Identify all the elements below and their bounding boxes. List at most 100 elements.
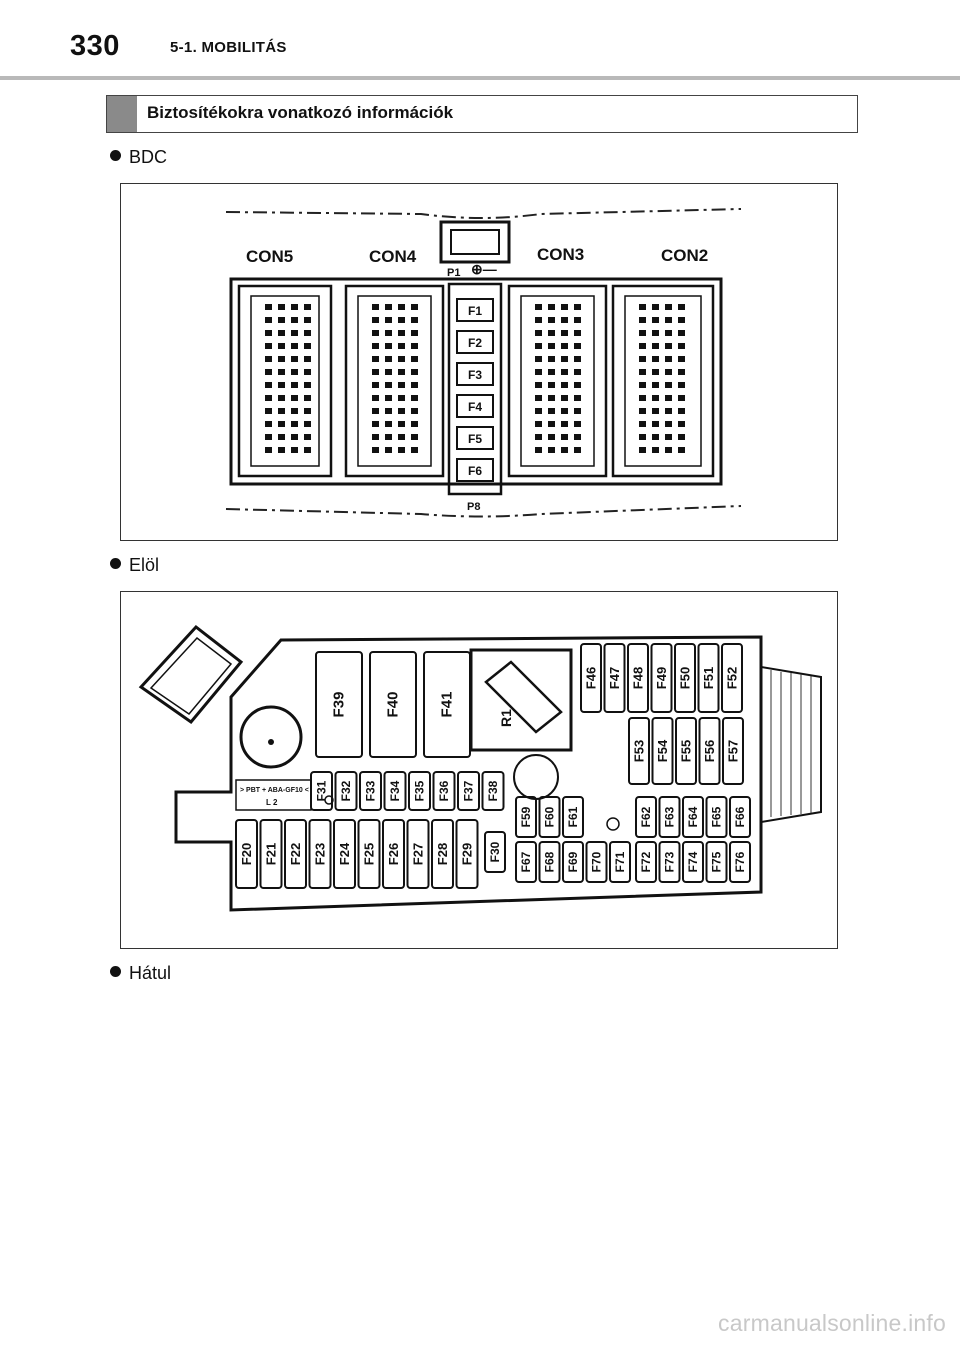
front-fuse-label: F74 <box>686 851 700 872</box>
front-fuse: F52 <box>721 643 743 713</box>
front-fuse: F48 <box>627 643 649 713</box>
front-fuse-label: F63 <box>663 806 677 827</box>
bullet-bdc: BDC <box>110 147 167 168</box>
front-fuse: F55 <box>675 717 697 785</box>
front-fuse: F72 <box>635 841 657 883</box>
front-fuse: F62 <box>635 796 657 838</box>
bdc-bottom-label: P8 <box>467 501 480 513</box>
front-fuse-label: F46 <box>584 667 599 689</box>
front-fuse: F22 <box>284 819 307 889</box>
bdc-fuse: F4 <box>456 394 494 418</box>
front-fuse-diagram: R1 > PBT + ABA-GF10 < L 2 F39 F40 F41 F46 F4… <box>120 591 838 949</box>
front-fuse: F35 <box>408 771 431 811</box>
bdc-fuse-label: F1 <box>468 304 482 318</box>
section-heading: Biztosítékokra vonatkozó információk <box>147 103 454 122</box>
front-fuse-label: F76 <box>733 851 747 872</box>
front-fuse: F67 <box>515 841 537 883</box>
front-fuse-label: F32 <box>339 780 353 801</box>
bdc-connector-module <box>507 284 608 478</box>
front-fuse: F29 <box>455 819 479 889</box>
front-fuse-label: F54 <box>655 739 670 762</box>
front-fuse-label: F53 <box>632 740 647 762</box>
bdc-connector-label: CON5 <box>246 247 293 266</box>
front-fuse-label: F61 <box>566 806 580 827</box>
bdc-top-label: P1 <box>447 267 460 279</box>
front-fuse-label: F20 <box>239 843 254 865</box>
front-fuse: F63 <box>658 796 681 838</box>
front-fuse-label: F70 <box>590 851 604 872</box>
front-fuse-label: F72 <box>639 851 653 872</box>
front-big-fuse: F41 <box>423 651 471 758</box>
bullet-dot-icon <box>110 966 121 977</box>
front-fuse-label: F67 <box>519 851 533 872</box>
front-fuse-label: F38 <box>486 780 500 801</box>
front-fuse: F49 <box>650 643 673 713</box>
front-fuse-label: F65 <box>710 806 724 827</box>
front-diagram-svg: R1 > PBT + ABA-GF10 < L 2 F39 F40 F41 F46 F4… <box>138 624 822 912</box>
front-fuse: F38 <box>481 771 505 811</box>
relay-label: R1 <box>498 709 514 727</box>
material-tag: > PBT + ABA-GF10 < <box>240 787 309 794</box>
material-tag-line2: L 2 <box>266 798 278 807</box>
front-fuse: F28 <box>431 819 454 889</box>
bdc-fuse: F5 <box>456 426 494 450</box>
bdc-connector-module <box>237 284 333 478</box>
front-fuse-label: F33 <box>364 780 378 801</box>
front-fuse: F27 <box>406 819 430 889</box>
front-fuse-label: F25 <box>362 843 377 865</box>
header-rule <box>0 76 960 80</box>
front-fuse: F69 <box>562 841 584 883</box>
bullet-dot-icon <box>110 558 121 569</box>
bdc-fuse: F3 <box>456 362 494 386</box>
front-big-fuse: F40 <box>369 651 417 758</box>
bdc-connector-label: CON4 <box>369 247 417 266</box>
front-fuse: F26 <box>382 819 405 889</box>
front-fuse: F21 <box>259 819 283 889</box>
front-fuse-label: F24 <box>337 842 352 865</box>
front-fuse: F60 <box>538 796 561 838</box>
front-fuse: F30 <box>484 831 506 873</box>
front-fuse-label: F48 <box>631 667 646 689</box>
bullet-front: Elöl <box>110 555 159 576</box>
bdc-connector-module <box>344 284 445 478</box>
front-fuse-label: F23 <box>313 843 328 865</box>
front-fuse: F31 <box>310 771 333 811</box>
bullet-label: Elöl <box>129 555 160 575</box>
front-fuse: F32 <box>334 771 358 811</box>
front-big-fuse-label: F41 <box>439 692 456 718</box>
chapter-title: 5-1. MOBILITÁS <box>170 39 287 56</box>
front-big-fuse-label: F39 <box>331 692 348 718</box>
bullet-label: Hátul <box>129 963 172 983</box>
front-fuse-label: F52 <box>725 667 740 689</box>
front-fuse: F53 <box>628 717 650 785</box>
front-fuse-label: F64 <box>686 806 700 827</box>
section-heading-tab <box>107 96 137 132</box>
front-fuse: F57 <box>722 717 744 785</box>
page-header: 330 5-1. MOBILITÁS <box>0 0 960 80</box>
front-fuse: F75 <box>705 841 728 883</box>
front-fuse-label: F56 <box>702 740 717 762</box>
front-fuse-label: F22 <box>288 843 303 865</box>
front-fuse: F66 <box>729 796 751 838</box>
front-fuse: F73 <box>658 841 681 883</box>
front-fuse-label: F71 <box>613 851 627 872</box>
front-fuse: F70 <box>585 841 608 883</box>
front-fuse-label: F26 <box>386 843 401 865</box>
front-fuse-label: F73 <box>663 851 677 872</box>
front-big-fuse: F39 <box>315 651 363 758</box>
front-fuse-label: F62 <box>639 806 653 827</box>
front-fuse: F74 <box>682 841 704 883</box>
section-heading-box: Biztosítékokra vonatkozó információk <box>106 95 858 133</box>
front-fuse: F47 <box>603 643 626 713</box>
bullet-label: BDC <box>129 147 168 167</box>
front-fuse-label: F37 <box>462 780 476 801</box>
bdc-fuse: F1 <box>456 298 494 322</box>
bullet-rear: Hátul <box>110 963 171 984</box>
front-fuse: F46 <box>580 643 602 713</box>
bdc-fuse-label: F4 <box>468 400 482 414</box>
front-fuse-label: F28 <box>435 843 450 865</box>
front-fuse: F68 <box>538 841 561 883</box>
front-fuse-label: F36 <box>437 780 451 801</box>
